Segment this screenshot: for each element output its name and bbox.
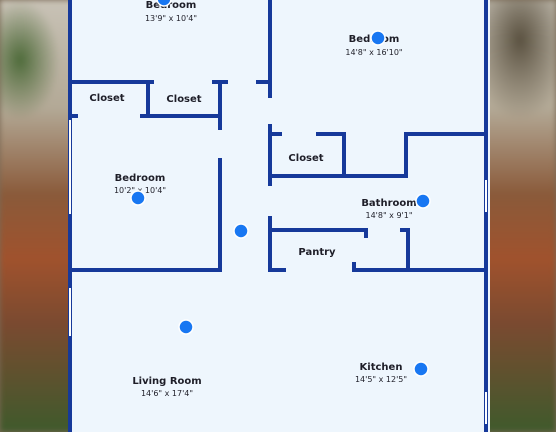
room-name-closet-left-b: Closet bbox=[166, 94, 201, 105]
room-name-closet-right: Closet bbox=[288, 153, 323, 164]
room-dim-bathroom: 14'8" x 9'1" bbox=[365, 211, 412, 220]
room-dim-bedroom-middle: 10'2" x 10'4" bbox=[114, 186, 166, 195]
room-dim-bedroom-top-left: 13'9" x 10'4" bbox=[145, 14, 197, 23]
room-dim-bedroom-top-right: 14'8" x 16'10" bbox=[345, 48, 402, 57]
hotspots bbox=[130, 0, 431, 377]
floor-plan-area bbox=[68, 0, 490, 432]
hotspot-bedroom-middle[interactable] bbox=[130, 190, 146, 206]
hotspot-hallway[interactable] bbox=[233, 223, 249, 239]
room-name-living-room: Living Room bbox=[132, 376, 201, 387]
walls bbox=[68, 0, 488, 432]
hotspot-kitchen[interactable] bbox=[413, 361, 429, 377]
hotspot-living-room[interactable] bbox=[178, 319, 194, 335]
room-dim-living-room: 14'6" x 17'4" bbox=[141, 389, 193, 398]
windows bbox=[69, 120, 487, 424]
room-dim-kitchen: 14'5" x 12'5" bbox=[355, 375, 407, 384]
room-name-closet-left-a: Closet bbox=[89, 93, 124, 104]
room-name-bedroom-middle: Bedroom bbox=[115, 173, 166, 184]
hotspot-bathroom[interactable] bbox=[415, 193, 431, 209]
room-name-bedroom-top-left: Bedroom bbox=[146, 0, 197, 11]
hotspot-bedroom-top-left[interactable] bbox=[156, 0, 172, 7]
room-name-kitchen: Kitchen bbox=[360, 362, 403, 373]
room-name-bathroom: Bathroom bbox=[361, 198, 416, 209]
room-name-pantry: Pantry bbox=[298, 247, 336, 258]
hotspot-bedroom-top-right[interactable] bbox=[370, 30, 386, 46]
